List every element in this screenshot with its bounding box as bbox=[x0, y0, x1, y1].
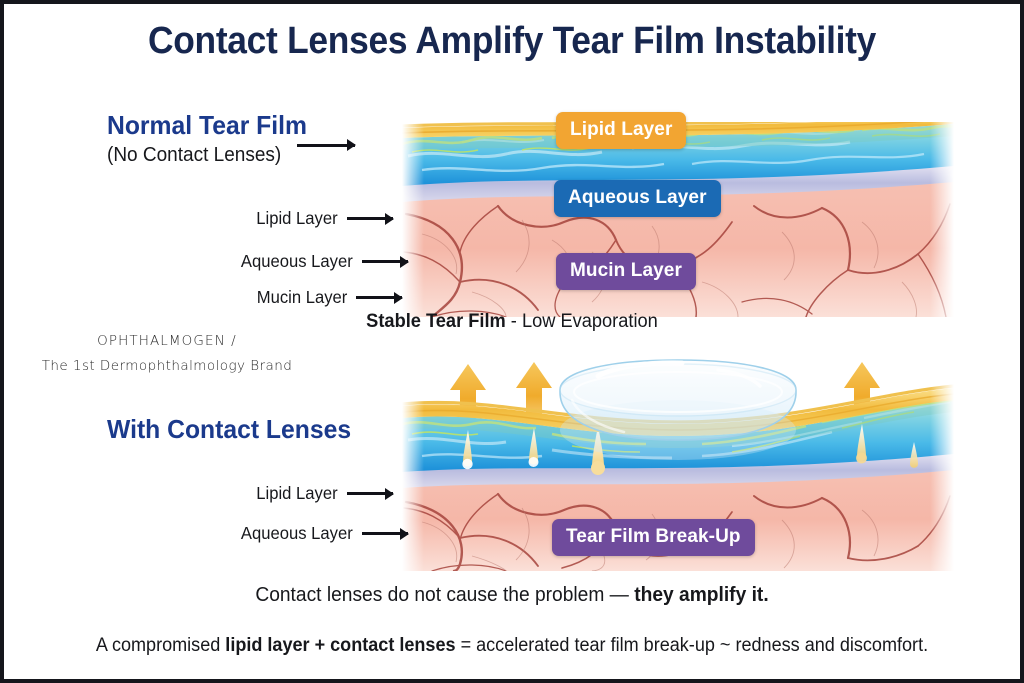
caption-stable-bold: Stable Tear Film bbox=[366, 311, 506, 332]
section-heading-lenses: With Contact Lenses bbox=[107, 414, 352, 444]
caption-amplify-plain: Contact lenses do not cause the problem … bbox=[255, 584, 635, 606]
section-subheading-normal: (No Contact Lenses) bbox=[107, 144, 282, 166]
callout-label: Lipid Layer bbox=[256, 483, 338, 503]
callout-aqueous-lenses: Aqueous Layer bbox=[235, 523, 408, 544]
normal-tear-film-illustration bbox=[402, 122, 954, 317]
section-heading-normal: Normal Tear Film bbox=[107, 110, 307, 140]
arrow-icon bbox=[361, 532, 408, 535]
callout-mucin-normal: Mucin Layer bbox=[252, 287, 403, 308]
contact-lens bbox=[559, 359, 797, 460]
caption-stable-rest: - Low Evaporation bbox=[505, 311, 658, 332]
brand-block: OPHTHALMOGEN / The 1st Dermophthalmology… bbox=[22, 329, 312, 379]
callout-lipid-lenses: Lipid Layer bbox=[252, 483, 393, 504]
contact-lens-tear-film-illustration bbox=[402, 356, 954, 571]
brand-line-2: The 1st Dermophthalmology Brand bbox=[41, 357, 293, 374]
arrow-icon bbox=[361, 260, 408, 263]
caption-amplify: Contact lenses do not cause the problem … bbox=[24, 584, 999, 607]
badge-tear-film-break-up: Tear Film Break-Up bbox=[552, 519, 755, 556]
callout-label: Lipid Layer bbox=[256, 208, 338, 228]
callout-label: Mucin Layer bbox=[256, 287, 348, 307]
callout-normal-pointer bbox=[297, 144, 355, 147]
caption-amplify-bold: they amplify it. bbox=[634, 584, 769, 606]
summary-part-2: = accelerated tear film break-up ~ redne… bbox=[455, 635, 929, 656]
arrow-icon bbox=[297, 144, 355, 147]
callout-label: Aqueous Layer bbox=[240, 523, 353, 543]
arrow-icon bbox=[346, 217, 393, 220]
callout-label: Aqueous Layer bbox=[240, 251, 353, 271]
summary-bold: lipid layer + contact lenses bbox=[225, 635, 456, 656]
badge-mucin-layer: Mucin Layer bbox=[556, 253, 696, 290]
badge-aqueous-layer: Aqueous Layer bbox=[554, 180, 721, 217]
caption-summary: A compromised lipid layer + contact lens… bbox=[29, 635, 994, 657]
summary-part-1: A compromised bbox=[95, 635, 226, 656]
arrow-icon bbox=[356, 296, 403, 299]
badge-lipid-layer: Lipid Layer bbox=[556, 112, 687, 149]
arrow-icon bbox=[346, 492, 393, 495]
evaporating-droplets bbox=[462, 424, 918, 475]
brand-line-1: OPHTHALMOGEN / bbox=[97, 333, 237, 349]
caption-stable-tear-film: Stable Tear Film - Low Evaporation bbox=[24, 311, 999, 333]
callout-lipid-normal: Lipid Layer bbox=[252, 208, 393, 229]
page-title: Contact Lenses Amplify Tear Film Instabi… bbox=[147, 20, 877, 62]
callout-aqueous-normal: Aqueous Layer bbox=[235, 251, 408, 272]
